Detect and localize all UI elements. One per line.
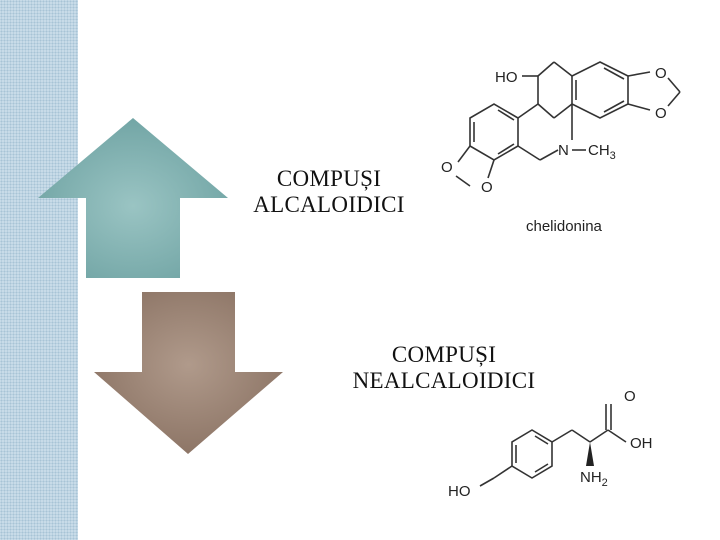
decorative-side-strip — [0, 0, 78, 540]
tyrosine-oh-label: OH — [630, 435, 653, 452]
upper-label-line1: COMPUȘI — [276, 166, 382, 191]
chelidonine-ho-label: HO — [495, 69, 518, 86]
lower-category-label: COMPUȘI NEALCALOIDICI — [326, 342, 562, 394]
upper-label-line2: ALCALOIDICI — [253, 192, 405, 217]
chelidonine-structure — [455, 61, 681, 187]
arrow-up-icon — [38, 118, 228, 278]
chelidonine-o-left-label: O — [441, 159, 453, 176]
tyrosine-nh2-label: NH2 — [580, 469, 608, 489]
ch3-main: CH — [588, 142, 610, 159]
chelidonine-o-mid-label: O — [655, 105, 667, 122]
chelidonine-o-top-label: O — [655, 65, 667, 82]
lower-label-line1: COMPUȘI — [391, 342, 497, 367]
upper-category-label: COMPUȘI ALCALOIDICI — [231, 166, 427, 218]
nh2-subscript: 2 — [602, 477, 608, 489]
nh2-main: NH — [580, 469, 602, 486]
tyrosine-ho-label: HO — [448, 483, 471, 500]
arrow-down-icon — [94, 292, 283, 454]
ch3-subscript: 3 — [610, 150, 616, 162]
wedge-bond — [586, 442, 594, 466]
chelidonine-n-label: N — [558, 142, 569, 159]
lower-label-line2: NEALCALOIDICI — [352, 368, 536, 393]
tyrosine-o-label: O — [624, 388, 636, 405]
chelidonine-name: chelidonina — [526, 218, 603, 235]
chelidonine-o-low-label: O — [481, 179, 493, 196]
tyrosine-structure — [479, 404, 627, 487]
chelidonine-ch3-label: CH3 — [588, 142, 616, 162]
